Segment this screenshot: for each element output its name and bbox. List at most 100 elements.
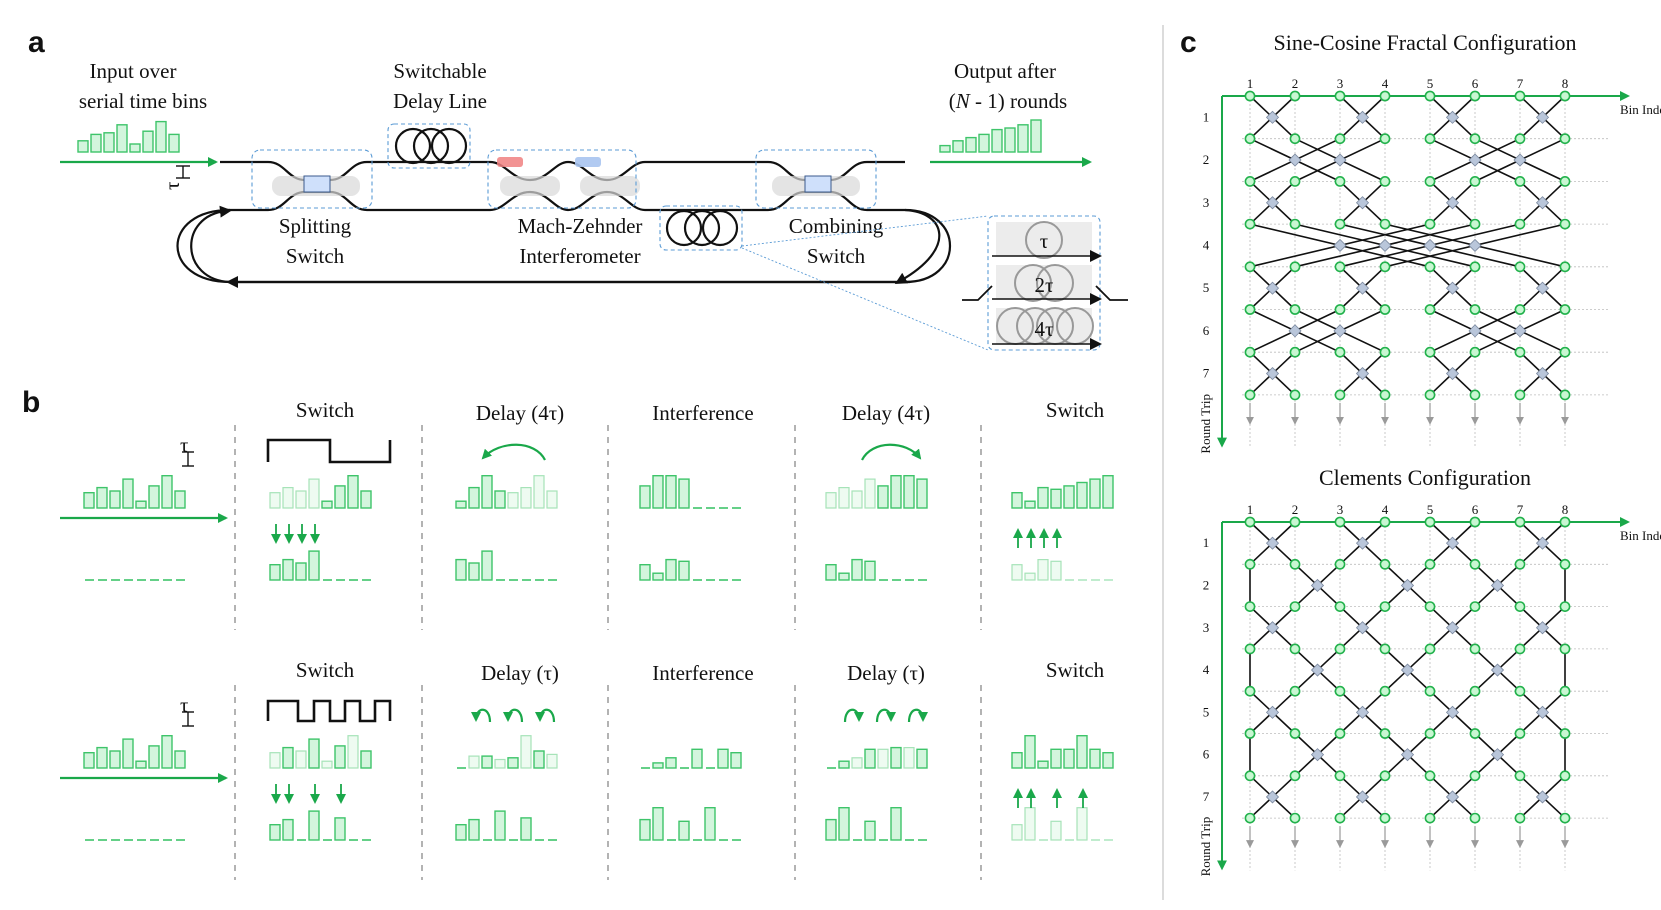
mesh-node — [1334, 601, 1346, 612]
beam-splitter — [1490, 663, 1505, 677]
mesh-node — [1514, 812, 1526, 824]
row2-delay-upper-pulse — [494, 758, 506, 769]
mesh-node — [1244, 261, 1256, 273]
beam-splitter — [1310, 748, 1325, 762]
mesh-node — [1379, 261, 1391, 273]
row1-out-lower-pulse — [1037, 558, 1049, 581]
input-pulse — [168, 133, 180, 153]
row2-delay-upper-pulse — [533, 750, 545, 769]
combining-label-line2: Switch — [807, 244, 866, 268]
mesh-node — [1559, 685, 1571, 697]
row1-input-pulse — [96, 486, 108, 509]
beam-splitter — [1535, 281, 1550, 295]
row2-delay2-lower-pulse — [825, 818, 837, 841]
mesh-node — [1424, 643, 1436, 655]
row1-input-pulse — [83, 492, 95, 509]
mesh-node — [1244, 90, 1256, 102]
row1-out-lower-pulse — [1011, 564, 1023, 581]
row2-interf-upper-pulse — [652, 762, 664, 769]
bin-number: 7 — [1517, 502, 1524, 517]
mesh-node — [1424, 261, 1436, 273]
row2-switch-lower-pulse — [282, 818, 294, 841]
row1-delay2-upper-pulse — [838, 487, 850, 509]
bin-number: 3 — [1337, 76, 1344, 91]
beam-splitter — [1378, 238, 1392, 253]
row1-switch-upper-pulse — [269, 492, 281, 509]
round-number: 5 — [1203, 704, 1210, 719]
row1-delay2-lower-pulse — [825, 564, 837, 581]
output-label-line2: (N - 1) rounds — [949, 89, 1067, 113]
row1-delay2-upper-pulse — [877, 485, 889, 509]
output-pulse — [978, 133, 990, 153]
row1-switch-lower-pulse — [295, 562, 307, 581]
mesh-node — [1514, 389, 1526, 401]
row2-title-2: Delay (τ) — [481, 661, 559, 685]
row1-switch-lower-pulse — [308, 550, 320, 581]
mesh-node — [1379, 218, 1391, 230]
bin-number: 1 — [1247, 76, 1254, 91]
round-number: 4 — [1203, 237, 1210, 252]
mesh-node — [1289, 812, 1301, 824]
beam-splitter — [1535, 536, 1550, 550]
tau-label-row2: τ — [180, 693, 188, 717]
round-trip-label: Round Trip — [1198, 817, 1213, 877]
loop-delay-box — [659, 205, 743, 251]
row1-interf-upper-pulse — [639, 485, 651, 509]
mesh-node — [1514, 601, 1526, 612]
mesh-node — [1514, 770, 1526, 782]
beam-splitter — [1490, 578, 1505, 593]
bin-number: 4 — [1382, 76, 1389, 91]
bottom-mesh-title: Clements Configuration — [1319, 465, 1531, 490]
round-number: 1 — [1203, 109, 1210, 124]
row1-delay2-upper-pulse — [890, 475, 902, 509]
delay-arc-t2 — [503, 708, 524, 723]
beam-splitter — [1445, 281, 1460, 295]
row2-delay-lower-pulse — [468, 818, 480, 841]
bin-number: 6 — [1472, 76, 1479, 91]
round-number: 6 — [1203, 747, 1210, 762]
mesh-node — [1424, 728, 1436, 739]
mesh-node — [1559, 218, 1571, 230]
row2-delay2-upper-pulse — [851, 757, 863, 769]
mesh-node — [1469, 90, 1481, 102]
beam-splitter — [1535, 196, 1550, 210]
output-pulse-train — [939, 119, 1042, 153]
row1-out-upper-pulse — [1037, 486, 1049, 509]
row1-delay2-upper-pulse — [916, 478, 928, 509]
beam-splitter — [1445, 790, 1460, 804]
row1-out-upper-pulse — [1011, 492, 1023, 509]
delay-line-box — [387, 123, 471, 169]
mesh-node — [1514, 218, 1526, 230]
mesh-node — [1424, 812, 1436, 824]
mesh-node — [1379, 558, 1391, 570]
row1-delay-upper-pulse — [494, 490, 506, 509]
row2-delay-lower-pulse — [455, 824, 467, 841]
mesh-node — [1289, 346, 1301, 358]
mesh-node — [1379, 133, 1391, 145]
mesh-node — [1379, 304, 1391, 315]
row2-delay2-lower-pulse — [890, 807, 902, 841]
mzi-box — [487, 149, 637, 209]
round-number: 2 — [1203, 152, 1210, 167]
row1-switch-upper-pulse — [347, 475, 359, 509]
mesh-node — [1379, 685, 1391, 697]
input-pulse — [155, 120, 167, 153]
mesh-node — [1289, 261, 1301, 273]
bin-number: 5 — [1427, 502, 1434, 517]
mesh-node — [1514, 90, 1526, 102]
beam-splitter — [1423, 238, 1437, 253]
row1-switch-upper-pulse — [334, 485, 346, 509]
beam-splitter — [1468, 153, 1482, 167]
beam-splitter — [1400, 578, 1415, 593]
row2-input-pulse — [122, 738, 134, 769]
output-pulse — [1030, 119, 1042, 153]
row2-delay2-upper-pulse — [838, 760, 850, 769]
row2-interf-upper-pulse — [665, 757, 677, 769]
bin-number: 8 — [1562, 502, 1569, 517]
mesh-node — [1244, 389, 1256, 401]
row2-out-upper-pulse — [1024, 735, 1036, 769]
beam-splitter — [1355, 705, 1370, 719]
mesh-node — [1289, 685, 1301, 697]
row1-out-upper-pulse — [1076, 481, 1088, 509]
mesh-node — [1514, 304, 1526, 315]
